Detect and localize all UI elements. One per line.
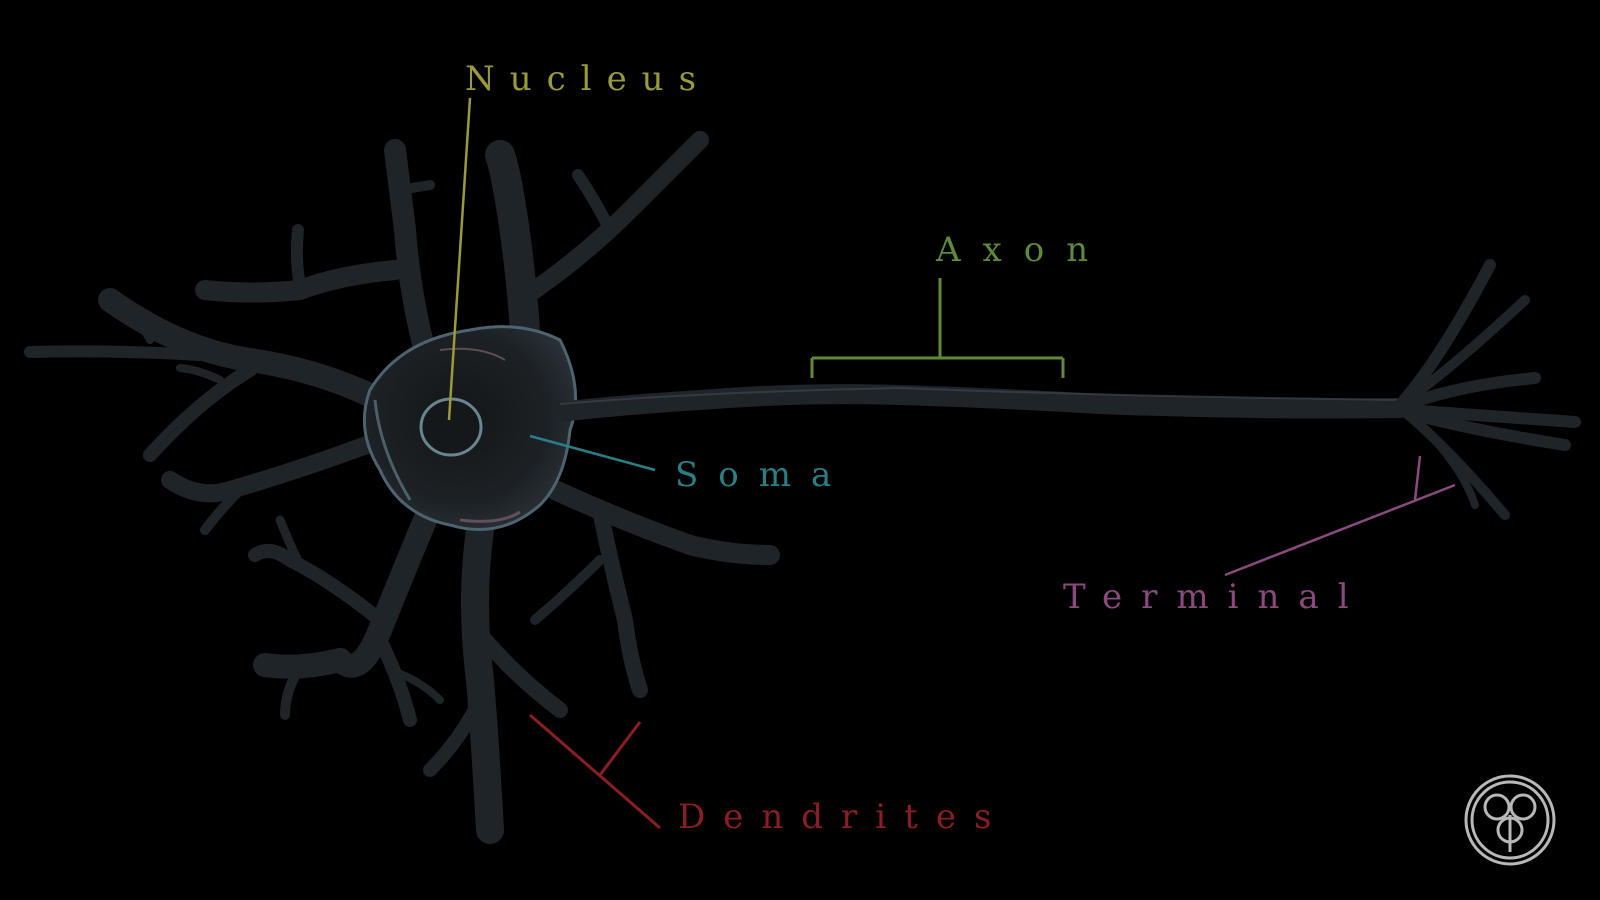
- dendrite-branches: [24, 131, 780, 844]
- axon-terminal-shape: [1394, 259, 1581, 520]
- soma-label: Soma: [675, 455, 852, 495]
- nucleus-leader-line: [447, 97, 472, 421]
- nucleus-label: Nucleus: [465, 59, 712, 99]
- dendrites-label: Dendrites: [678, 797, 1010, 837]
- terminal-leader-line: [1224, 455, 1456, 577]
- axon-label: Axon: [936, 230, 1111, 270]
- axon-bracket: [810, 278, 1065, 378]
- terminal-label: Terminal: [1063, 577, 1368, 617]
- soma-leader-line: [529, 434, 656, 472]
- axon-shape: [550, 384, 1410, 422]
- trefoil-circle-logo: [1464, 774, 1556, 866]
- dendrites-leader-line: [529, 713, 661, 830]
